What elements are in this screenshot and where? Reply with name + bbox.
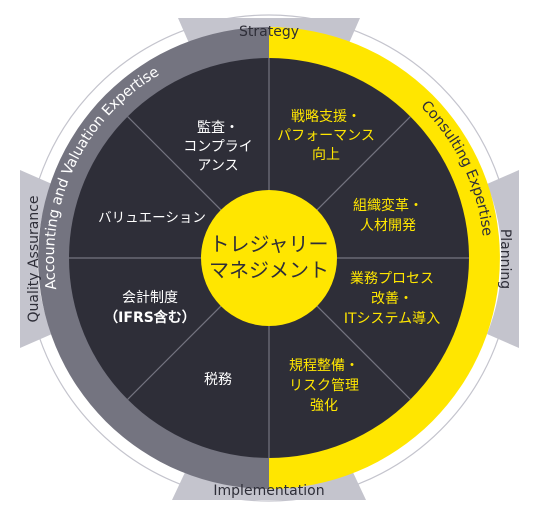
outer-label-strategy: Strategy [239,24,299,40]
segment-valuation: バリュエーション [98,210,206,226]
segment-strategy-performance-line3: 向上 [312,147,340,163]
outer-label-quality-assurance: Quality Assurance [26,195,42,322]
segment-audit-compliance-line3: アンス [197,158,238,174]
segment-audit-compliance: 監査・ コンプライ アンス [183,119,253,174]
segment-accounting-standards-line1: 会計制度 [122,290,178,306]
segment-org-change-line1: 組織変革・ [353,197,423,214]
outer-tab-bottom [172,466,366,500]
segment-tax-line1: 税務 [204,372,232,388]
segment-regulation-risk-line2: リスク管理 [289,378,359,394]
segment-tax: 税務 [204,372,232,388]
segment-org-change: 組織変革・ 人材開発 [353,197,423,234]
segment-accounting-standards: 会計制度 （IFRS含む） [104,290,196,326]
segment-org-change-line2: 人材開発 [360,218,416,234]
outer-label-planning: Planning [497,229,513,289]
segment-regulation-risk-line1: 規程整備・ [289,358,359,374]
segment-audit-compliance-line2: コンプライ [183,139,253,155]
outer-tab-left [20,170,52,348]
center-title-line1: トレジャリー [210,232,329,256]
segment-process-it: 業務プロセス 改善・ ITシステム導入 [344,271,440,327]
segment-regulation-risk-line3: 強化 [310,398,338,414]
segment-strategy-performance-line1: 戦略支援・ [291,109,361,125]
outer-tab-right [487,170,519,348]
segment-regulation-risk: 規程整備・ リスク管理 強化 [289,358,359,414]
segment-strategy-performance: 戦略支援・ パフォーマンス 向上 [277,109,375,163]
segment-audit-compliance-line1: 監査・ [197,119,239,136]
segment-process-it-line1: 業務プロセス [350,271,434,287]
center-circle [201,190,337,326]
segment-process-it-line2: 改善・ [371,291,413,307]
segment-accounting-standards-line2: （IFRS含む） [104,309,196,326]
segment-process-it-line3: ITシステム導入 [344,311,440,327]
segment-valuation-line1: バリュエーション [98,210,206,226]
segment-strategy-performance-line2: パフォーマンス [277,128,375,144]
center-title-line2: マネジメント [209,258,329,282]
outer-label-implementation: Implementation [213,483,324,499]
